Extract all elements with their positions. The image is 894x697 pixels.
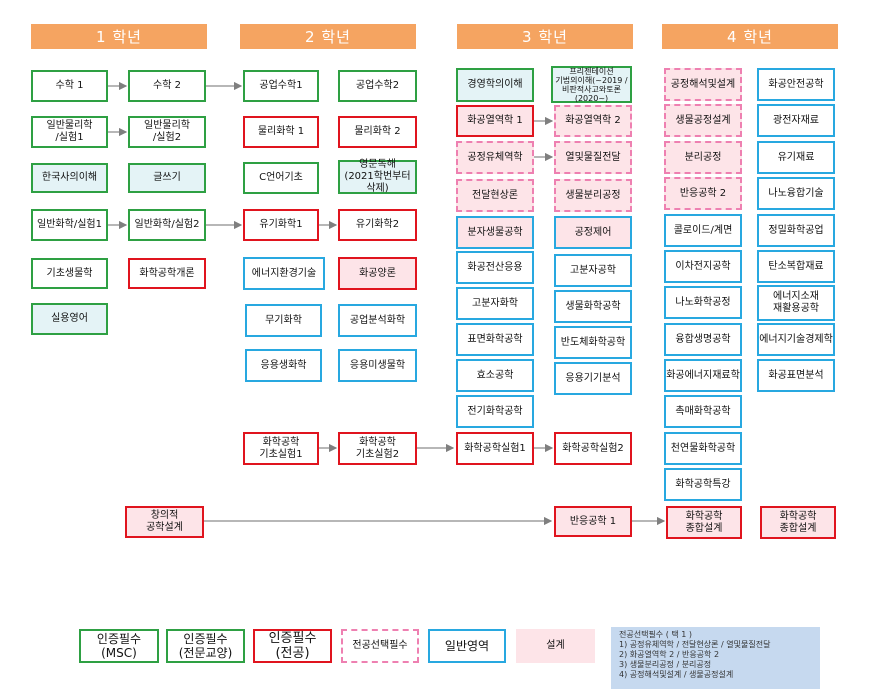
legend-general: 일반영역 — [428, 629, 506, 663]
course-analytical-chem[interactable]: 공업분석화학 — [338, 304, 417, 337]
course-c-language[interactable]: C언어기초 — [243, 162, 319, 194]
course-presentation[interactable]: 프리젠테이션 기법의이해(~2019 / 비판적사고와토론(2020~) — [551, 66, 632, 103]
course-english-reading[interactable]: 영문독해 (2021학번부터 삭제) — [338, 159, 417, 194]
note-line: 4) 공정해석및설계 / 생물공정설계 — [619, 670, 734, 679]
course-biology[interactable]: 기초생물학 — [31, 258, 108, 289]
course-catalysis-eng[interactable]: 촉매화학공학 — [664, 395, 742, 428]
course-capstone-design-2[interactable]: 화학공학 종합설계 — [760, 506, 836, 539]
course-colloid-interface[interactable]: 콜로이드/계면 — [664, 214, 742, 247]
note-line: 3) 생물분리공정 / 분리공정 — [619, 660, 712, 669]
course-fine-chemical[interactable]: 정밀화학공업 — [757, 214, 835, 247]
course-enzyme-eng[interactable]: 효소공학 — [456, 359, 534, 392]
course-biochem-eng[interactable]: 생물화학공학 — [554, 290, 632, 323]
course-optoelectronic-materials[interactable]: 광전자재료 — [757, 104, 835, 137]
course-process-control[interactable]: 공정제어 — [554, 216, 632, 249]
course-polymer-eng[interactable]: 고분자공학 — [554, 254, 632, 287]
course-energy-materials-recycling[interactable]: 에너지소재 재활용공학 — [757, 285, 835, 321]
course-organic-chem-1[interactable]: 유기화학1 — [243, 209, 319, 241]
course-inorganic-chem[interactable]: 무기화학 — [245, 304, 322, 337]
course-chem-energy-materials[interactable]: 화공에너지재료학 — [664, 359, 742, 392]
course-carbon-composite[interactable]: 탄소복합재료 — [757, 250, 835, 283]
course-chem-safety[interactable]: 화공안전공학 — [757, 68, 835, 101]
course-chem-surface-analysis[interactable]: 화공표면분석 — [757, 359, 835, 392]
course-secondary-battery[interactable]: 이차전지공학 — [664, 250, 742, 283]
legend-major-required: 인증필수 (전공) — [253, 629, 332, 663]
course-fluid-mechanics[interactable]: 공정유체역학 — [456, 141, 534, 174]
course-separation-process[interactable]: 분리공정 — [664, 141, 742, 174]
course-process-analysis-design[interactable]: 공정해석및설계 — [664, 68, 742, 101]
course-molecular-bioeng[interactable]: 분자생물공학 — [456, 216, 534, 249]
course-eng-math-1[interactable]: 공업수학1 — [243, 70, 319, 102]
course-basic-lab-1[interactable]: 화학공학 기초실험1 — [243, 432, 319, 465]
course-management[interactable]: 경영학의이해 — [456, 68, 534, 102]
course-thermo-2[interactable]: 화공열역학 2 — [554, 105, 632, 137]
course-physical-chem-1[interactable]: 물리화학 1 — [243, 116, 319, 148]
course-bio-separation[interactable]: 생물분리공정 — [554, 179, 632, 212]
course-energy-environment[interactable]: 에너지환경기술 — [243, 257, 325, 290]
legend-liberal-arts: 인증필수 (전문교양) — [166, 629, 245, 663]
course-reaction-eng-1[interactable]: 반응공학 1 — [554, 506, 632, 537]
course-thermo-1[interactable]: 화공열역학 1 — [456, 105, 534, 137]
course-creative-design[interactable]: 창의적 공학설계 — [125, 506, 204, 538]
course-electrochem-eng[interactable]: 전기화학공학 — [456, 395, 534, 428]
course-reaction-eng-2[interactable]: 반응공학 2 — [664, 177, 742, 210]
course-basic-lab-2[interactable]: 화학공학 기초실험2 — [338, 432, 417, 465]
course-computational-chemeng[interactable]: 화공전산응용 — [456, 251, 534, 284]
course-energy-economics[interactable]: 에너지기술경제학 — [757, 323, 835, 356]
year-3-header: 3 학년 — [457, 24, 633, 49]
course-nano-fusion-tech[interactable]: 나노융합기술 — [757, 177, 835, 210]
course-chemeng-intro[interactable]: 화학공학개론 — [128, 258, 206, 289]
course-math-1[interactable]: 수학 1 — [31, 70, 108, 102]
course-physics-1[interactable]: 일반물리학 /실험1 — [31, 116, 108, 148]
course-polymer-chem[interactable]: 고분자화학 — [456, 287, 534, 320]
course-nano-chem-process[interactable]: 나노화학공정 — [664, 286, 742, 319]
legend-design: 설계 — [516, 629, 595, 663]
elective-required-note: 전공선택필수 ( 택 1 ) 1) 공정유체역학 / 전달현상론 / 열및물질전… — [611, 627, 820, 689]
note-title: 전공선택필수 ( 택 1 ) — [619, 630, 693, 639]
course-chemeng-lab-1[interactable]: 화학공학실험1 — [456, 432, 534, 465]
note-line: 1) 공정유체역학 / 전달현상론 / 열및물질전달 — [619, 640, 771, 649]
course-instrumental-analysis[interactable]: 응용기기분석 — [554, 362, 632, 395]
course-math-2[interactable]: 수학 2 — [128, 70, 206, 102]
legend-msc: 인증필수 (MSC) — [79, 629, 159, 663]
course-physical-chem-2[interactable]: 물리화학 2 — [338, 116, 417, 148]
course-organic-materials[interactable]: 유기재료 — [757, 141, 835, 174]
course-physics-2[interactable]: 일반물리학 /실험2 — [128, 116, 206, 148]
course-writing[interactable]: 글쓰기 — [128, 163, 206, 193]
year-1-header: 1 학년 — [31, 24, 207, 49]
course-chemeng-lab-2[interactable]: 화학공학실험2 — [554, 432, 632, 465]
course-applied-microbio[interactable]: 응용미생물학 — [338, 349, 417, 382]
note-line: 2) 화공열역학 2 / 반응공학 2 — [619, 650, 720, 659]
course-organic-chem-2[interactable]: 유기화학2 — [338, 209, 417, 241]
course-korean-history[interactable]: 한국사의이해 — [31, 163, 108, 193]
course-surface-chem-eng[interactable]: 표면화학공학 — [456, 323, 534, 356]
course-chemistry-2[interactable]: 일반화학/실험2 — [128, 209, 206, 241]
course-practical-english[interactable]: 실용영어 — [31, 303, 108, 335]
course-eng-math-2[interactable]: 공업수학2 — [338, 70, 417, 102]
course-fusion-bioeng[interactable]: 융합생명공학 — [664, 323, 742, 356]
course-special-topics[interactable]: 화학공학특강 — [664, 468, 742, 501]
legend-elective-required: 전공선택필수 — [341, 629, 419, 663]
course-natural-products[interactable]: 천연물화학공학 — [664, 432, 742, 465]
course-semiconductor-chem-eng[interactable]: 반도체화학공학 — [554, 326, 632, 359]
year-4-header: 4 학년 — [662, 24, 838, 49]
course-transport-phenomena[interactable]: 전달현상론 — [456, 179, 534, 212]
course-capstone-design-1[interactable]: 화학공학 종합설계 — [666, 506, 742, 539]
course-chemistry-1[interactable]: 일반화학/실험1 — [31, 209, 108, 241]
course-applied-biochem[interactable]: 응용생화학 — [245, 349, 322, 382]
course-stoichiometry[interactable]: 화공양론 — [338, 257, 417, 290]
course-heat-mass-transfer[interactable]: 열및물질전달 — [554, 141, 632, 174]
course-bioprocess-design[interactable]: 생물공정설계 — [664, 104, 742, 137]
year-2-header: 2 학년 — [240, 24, 416, 49]
